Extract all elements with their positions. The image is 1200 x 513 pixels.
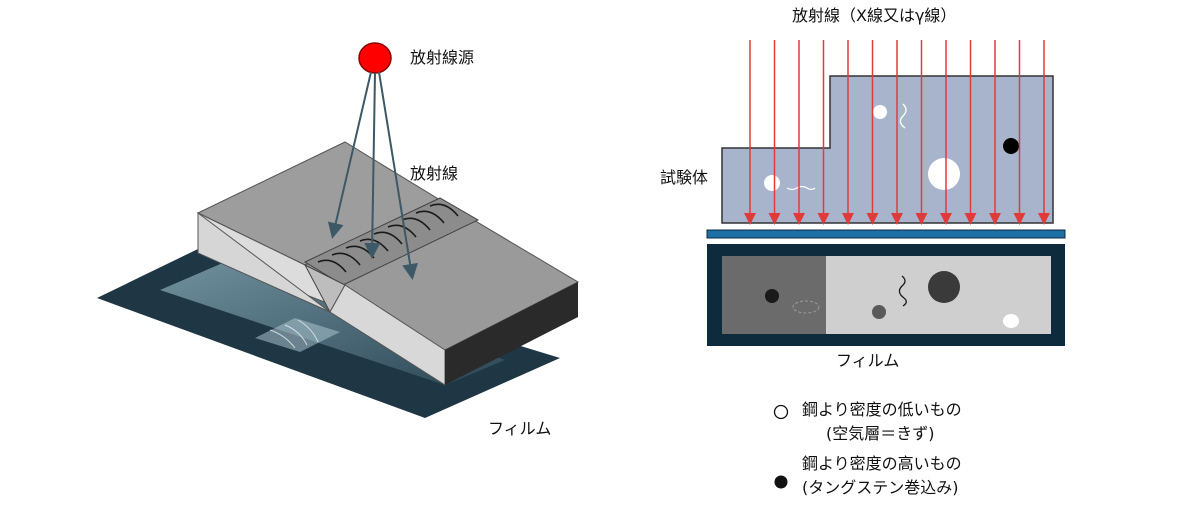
film-spot (792, 300, 820, 314)
film-spot (765, 289, 779, 303)
film-weld-image (255, 318, 340, 352)
legend-low-density-line1: 鋼より密度の低いもの (802, 400, 962, 419)
specimen (721, 75, 1054, 224)
crack-defect (786, 185, 816, 191)
ray-line (378, 71, 418, 280)
ray-line (327, 71, 372, 239)
radiation-source-label: 放射線源 (410, 48, 475, 67)
film-strip (706, 229, 1066, 239)
open-circle-icon (773, 404, 789, 420)
left-diagram (97, 42, 580, 418)
film-spot (872, 305, 886, 319)
specimen-label: 試験体 (660, 168, 709, 187)
right-film-label: フィルム (836, 351, 900, 370)
ray-line (364, 72, 381, 259)
radiation-arrows (744, 40, 1050, 225)
film-spot (1003, 314, 1019, 328)
right-diagram (706, 40, 1066, 346)
filled-circle-icon (774, 475, 788, 489)
inclusion-defect (1003, 138, 1019, 154)
film-spot (928, 271, 960, 303)
radiation-source (358, 42, 392, 74)
radiation-label: 放射線 (410, 164, 459, 183)
radiation-type-label: 放射線（X線又はγ線） (792, 6, 957, 25)
left-film-label: フィルム (488, 419, 552, 438)
void-defect (873, 105, 887, 119)
legend-high-density-line2: (タングステン巻込み) (802, 478, 959, 497)
film-crack-image (898, 275, 907, 307)
void-defect (928, 158, 960, 190)
void-defect (764, 175, 780, 191)
legend-low-density-line2: (空気層＝きず) (826, 424, 935, 443)
plate-right-side (445, 282, 578, 385)
crack-defect (899, 103, 907, 129)
legend-high-density-line1: 鋼より密度の高いもの (802, 454, 962, 473)
